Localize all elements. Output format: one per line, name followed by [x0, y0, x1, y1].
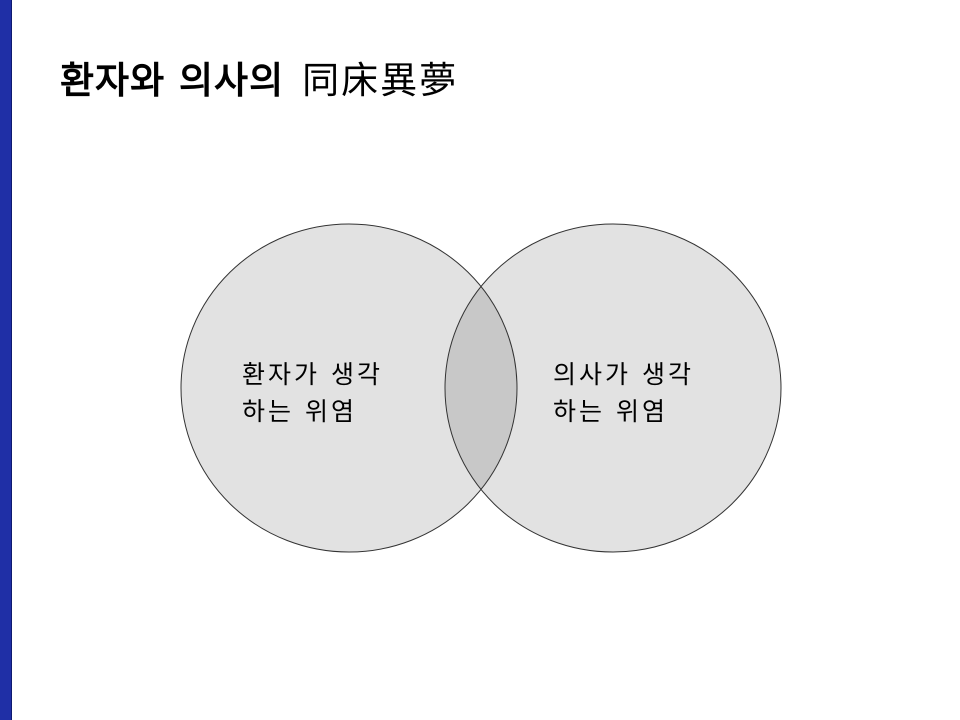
venn-label-right-line2: 하는 위염 — [553, 397, 668, 426]
venn-label-right: 의사가 생각 하는 위염 — [553, 356, 694, 430]
venn-label-right-line1: 의사가 생각 — [553, 360, 694, 389]
title-korean: 환자와 의사의 — [60, 59, 285, 102]
slide-title: 환자와 의사의 同床異夢 — [60, 62, 458, 99]
slide-accent-bar — [0, 0, 12, 720]
venn-label-left-line2: 하는 위염 — [242, 397, 357, 426]
venn-circle-right-outline — [444, 223, 782, 553]
venn-circle-left-outline — [180, 223, 518, 553]
venn-label-left-line1: 환자가 생각 — [242, 360, 383, 389]
venn-circle-right — [445, 224, 781, 552]
title-hanja: 同床異夢 — [302, 59, 459, 102]
venn-circle-left — [181, 224, 517, 552]
venn-label-left: 환자가 생각 하는 위염 — [242, 356, 383, 430]
